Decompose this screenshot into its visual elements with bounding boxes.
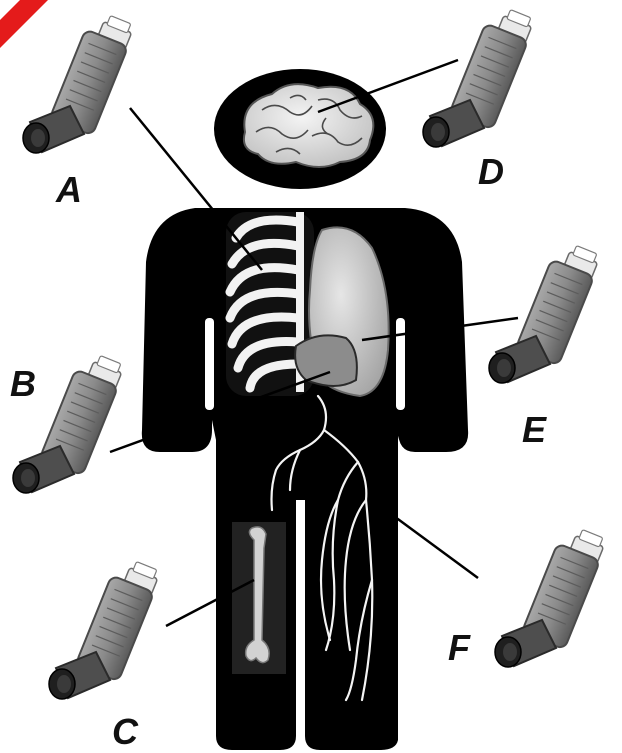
brain-icon: [244, 84, 373, 167]
label-e: E: [522, 412, 546, 448]
liver-icon: [295, 335, 357, 386]
inhaler-icon: [49, 562, 158, 699]
inhaler-icon: [423, 10, 532, 147]
label-b: B: [10, 366, 36, 402]
label-c: C: [112, 714, 138, 750]
inhaler-icon: [23, 16, 132, 153]
label-f: F: [448, 630, 470, 666]
label-a: A: [56, 172, 82, 208]
label-d: D: [478, 154, 504, 190]
inhaler-icon: [495, 530, 604, 667]
bone-icon: [232, 522, 286, 674]
inhaler-icon: [489, 246, 598, 383]
human-silhouette: [142, 69, 468, 750]
